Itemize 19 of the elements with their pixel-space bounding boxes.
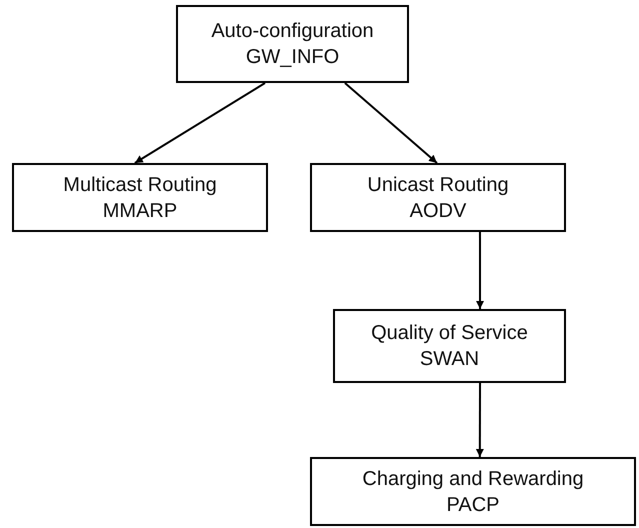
arrow [344, 82, 438, 164]
protocol-name: PACP [446, 492, 500, 518]
arrow [476, 232, 484, 309]
protocol-name: MMARP [102, 198, 178, 224]
process-box [333, 309, 566, 383]
arrow [134, 82, 266, 164]
box-title: Auto-configuration [211, 19, 374, 44]
arrow [476, 383, 484, 457]
box-title: Charging and Rewarding [362, 466, 584, 492]
protocol-name: GW_INFO [246, 45, 340, 70]
process-box [310, 457, 636, 526]
box-title: Multicast Routing [63, 172, 217, 198]
process-box [310, 163, 566, 232]
process-box [12, 163, 268, 232]
box-title: Unicast Routing [367, 172, 509, 198]
protocol-name: AODV [410, 198, 466, 224]
process-box [176, 5, 409, 83]
protocol-name: SWAN [420, 347, 480, 372]
box-title: Quality of Service [371, 321, 528, 346]
